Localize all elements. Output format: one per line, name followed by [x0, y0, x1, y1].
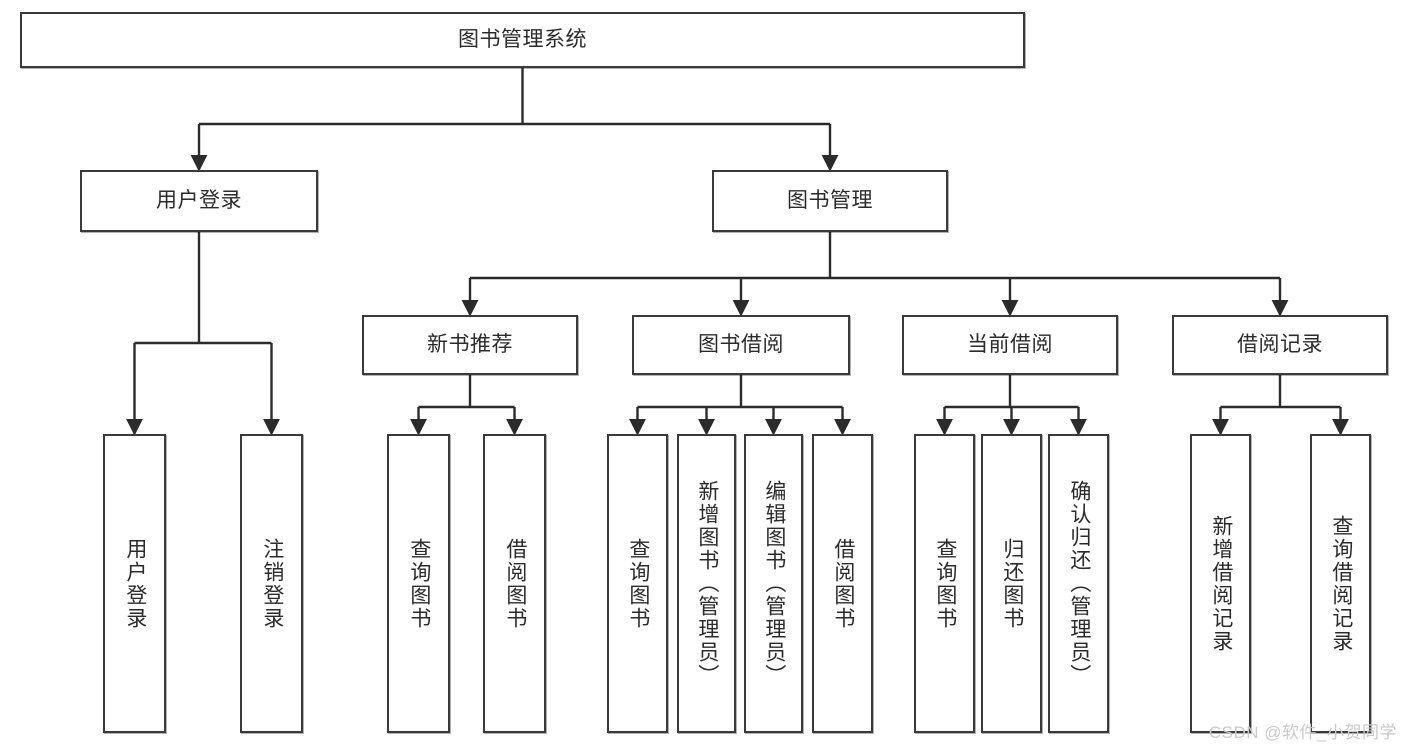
node-label: 图书管理系统 [458, 27, 587, 51]
node-leaf-query-book-rec[interactable]: 查询图书 [387, 434, 450, 733]
node-label: 新增借阅记录 [1209, 514, 1233, 653]
node-leaf-query-borrow-record[interactable]: 查询借阅记录 [1310, 434, 1371, 733]
node-leaf-user-login[interactable]: 用户登录 [103, 434, 166, 733]
node-leaf-borrow-book[interactable]: 借阅图书 [812, 434, 873, 733]
node-leaf-confirm-return-admin[interactable]: 确认归还（管理员） [1048, 434, 1109, 733]
node-label: 归还图书 [1000, 537, 1024, 630]
node-label: 查询图书 [407, 537, 431, 630]
node-label: 新书推荐 [427, 332, 513, 356]
node-root[interactable]: 图书管理系统 [20, 12, 1025, 68]
node-leaf-return-book[interactable]: 归还图书 [981, 434, 1042, 733]
node-label: 图书借阅 [698, 332, 784, 356]
node-leaf-edit-book-admin[interactable]: 编辑图书（管理员） [744, 434, 803, 733]
node-label: 确认归还（管理员） [1067, 480, 1091, 687]
node-new-book-recommend[interactable]: 新书推荐 [362, 315, 578, 375]
node-leaf-add-book-admin[interactable]: 新增图书（管理员） [677, 434, 736, 733]
node-book-manage[interactable]: 图书管理 [712, 170, 948, 232]
node-label: 新增图书（管理员） [695, 480, 719, 687]
node-label: 用户登录 [123, 537, 147, 630]
node-label: 查询图书 [626, 537, 650, 630]
node-borrow-record[interactable]: 借阅记录 [1172, 315, 1388, 375]
node-label: 借阅记录 [1237, 332, 1323, 356]
node-leaf-add-borrow-record[interactable]: 新增借阅记录 [1190, 434, 1251, 733]
node-label: 借阅图书 [831, 537, 855, 630]
node-leaf-borrow-book-rec[interactable]: 借阅图书 [483, 434, 546, 733]
node-label: 用户登录 [156, 188, 242, 212]
node-label: 当前借阅 [967, 332, 1053, 356]
node-leaf-query-book-borrow[interactable]: 查询图书 [607, 434, 668, 733]
node-label: 查询借阅记录 [1329, 514, 1353, 653]
node-current-borrow[interactable]: 当前借阅 [902, 315, 1118, 375]
node-book-borrow[interactable]: 图书借阅 [632, 315, 850, 375]
node-label: 借阅图书 [503, 537, 527, 630]
node-label: 查询图书 [933, 537, 957, 630]
node-leaf-logout[interactable]: 注销登录 [240, 434, 303, 733]
node-label: 图书管理 [787, 188, 873, 212]
node-user-login[interactable]: 用户登录 [80, 170, 318, 232]
node-label: 编辑图书（管理员） [762, 480, 786, 687]
watermark: CSDN @软件_小贺同学 [1208, 723, 1397, 742]
node-label: 注销登录 [260, 537, 284, 630]
node-leaf-query-book-cur[interactable]: 查询图书 [914, 434, 975, 733]
